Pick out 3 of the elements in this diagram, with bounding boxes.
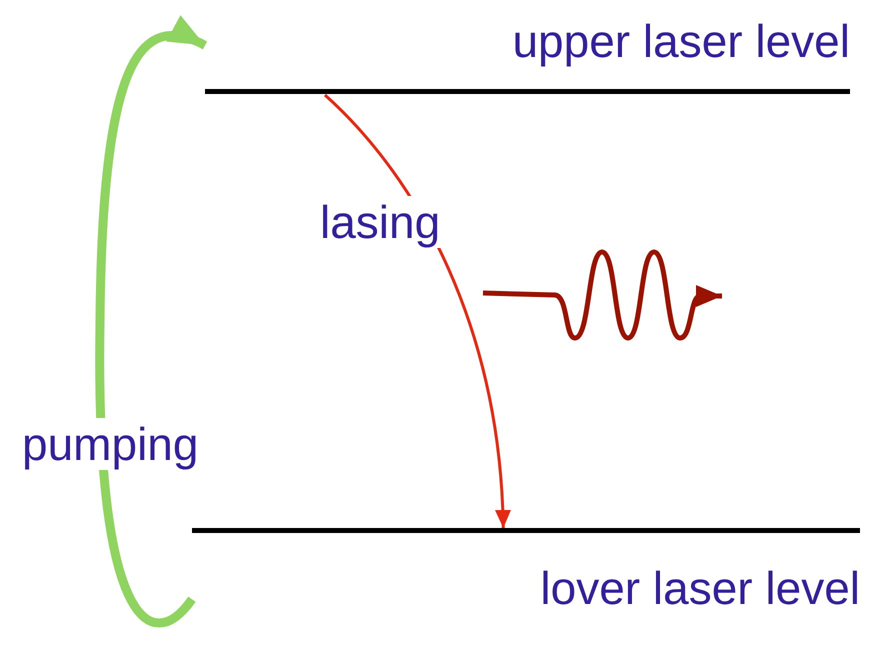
arrow	[95, 17, 207, 627]
level-label: upper laser level	[512, 15, 850, 67]
level-label: lover laser level	[540, 562, 860, 614]
